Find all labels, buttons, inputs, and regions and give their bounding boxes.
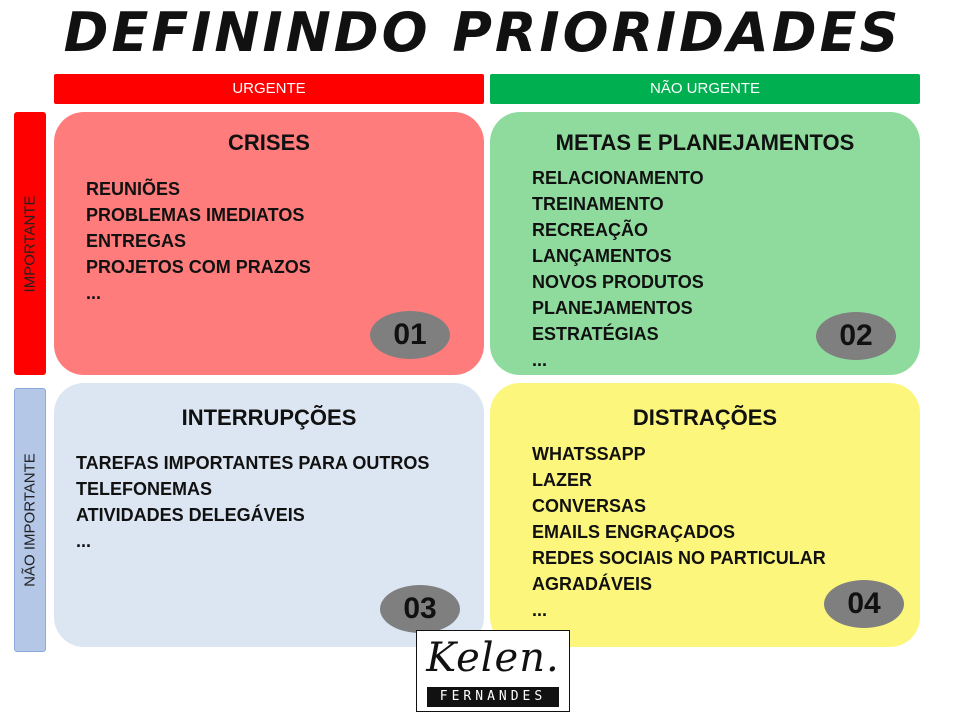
column-header-urgent: URGENTE	[54, 74, 484, 104]
list-item: ESTRATÉGIAS	[532, 324, 659, 344]
quadrant-interrupcoes: INTERRUPÇÕES TAREFAS IMPORTANTES PARA OU…	[54, 383, 484, 647]
quadrant-title: CRISES	[228, 130, 310, 155]
list-item: TAREFAS IMPORTANTES PARA OUTROS	[76, 453, 430, 473]
list-item: PLANEJAMENTOS	[532, 298, 693, 318]
list-item: EMAILS ENGRAÇADOS	[532, 522, 736, 542]
list-item: RELACIONAMENTO	[532, 168, 704, 188]
quadrant-crises: CRISES REUNIÕES PROBLEMAS IMEDIATOS ENTR…	[54, 112, 484, 375]
quadrant-list: TAREFAS IMPORTANTES PARA OUTROS TELEFONE…	[76, 450, 429, 554]
column-header-not-urgent: NÃO URGENTE	[490, 74, 920, 104]
quadrant-number-badge: 01	[370, 311, 450, 359]
page-title: DEFININDO PRIORIDADES	[63, 1, 902, 64]
list-item: TREINAMENTO	[532, 194, 664, 214]
quadrant-title: INTERRUPÇÕES	[181, 405, 357, 430]
list-item: LANÇAMENTOS	[532, 246, 672, 266]
list-item: LAZER	[532, 470, 592, 490]
quadrant-number-badge: 02	[816, 312, 896, 360]
list-item: PROBLEMAS IMEDIATOS	[86, 205, 305, 225]
quadrant-list: REUNIÕES PROBLEMAS IMEDIATOS ENTREGAS PR…	[86, 176, 311, 306]
logo-script-text: Kelen.	[426, 635, 560, 681]
list-item: WHATSSAPP	[532, 444, 646, 464]
list-item: ...	[532, 350, 548, 370]
quadrant-metas-planejamentos: METAS E PLANEJAMENTOS RELACIONAMENTO TRE…	[490, 112, 920, 375]
row-header-not-important: NÃO IMPORTANTE	[14, 388, 46, 652]
list-item: ENTREGAS	[86, 231, 187, 251]
row-label-not-important: NÃO IMPORTANTE	[21, 453, 39, 587]
list-item: ...	[86, 283, 102, 303]
quadrant-number-badge: 04	[824, 580, 904, 628]
list-item: AGRADÁVEIS	[532, 574, 653, 594]
list-item: PROJETOS COM PRAZOS	[86, 257, 311, 277]
quadrant-distracoes: DISTRAÇÕES WHATSSAPP LAZER CONVERSAS EMA…	[490, 383, 920, 647]
row-header-important: IMPORTANTE	[14, 112, 46, 375]
list-item: ...	[532, 600, 548, 620]
list-item: REUNIÕES	[86, 179, 181, 199]
row-label-important: IMPORTANTE	[21, 195, 39, 292]
list-item: RECREAÇÃO	[532, 220, 649, 240]
list-item: NOVOS PRODUTOS	[532, 272, 704, 292]
quadrant-title: METAS E PLANEJAMENTOS	[555, 130, 855, 155]
quadrant-title: DISTRAÇÕES	[632, 405, 778, 430]
list-item: ...	[76, 531, 92, 551]
brand-logo: Kelen. FERNANDES	[416, 630, 570, 712]
list-item: REDES SOCIAIS NO PARTICULAR	[532, 548, 826, 568]
logo-band-text: FERNANDES	[427, 687, 559, 707]
list-item: CONVERSAS	[532, 496, 647, 516]
quadrant-list: RELACIONAMENTO TREINAMENTO RECREAÇÃO LAN…	[532, 165, 704, 373]
list-item: ATIVIDADES DELEGÁVEIS	[76, 505, 305, 525]
quadrant-list: WHATSSAPP LAZER CONVERSAS EMAILS ENGRAÇA…	[532, 441, 826, 623]
quadrant-number-badge: 03	[380, 585, 460, 633]
list-item: TELEFONEMAS	[76, 479, 213, 499]
